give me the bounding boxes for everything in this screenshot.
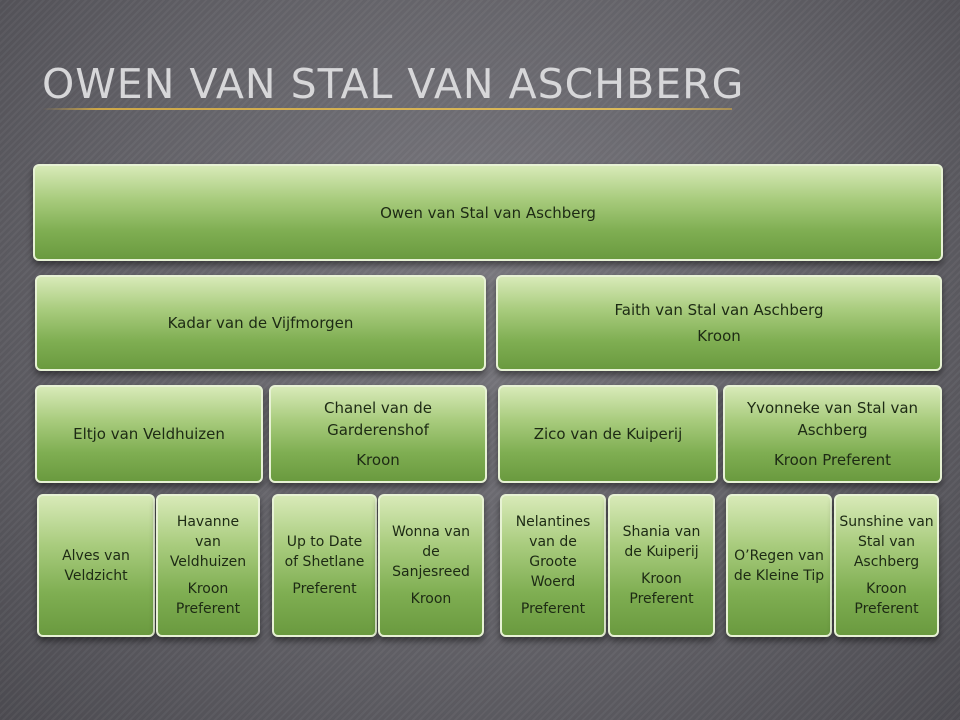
ss-dam-status: Kroon Preferent	[175, 581, 241, 617]
ds-sire-box: Nelantines van de Groote Woerd Preferent	[500, 494, 606, 637]
ds-sire-name: Nelantines van de Groote Woerd	[515, 514, 591, 590]
dam-sire-name: Zico van de Kuiperij	[533, 425, 683, 443]
dam-dam-name: Yvonneke van Stal van Aschberg	[746, 399, 919, 439]
sire-dam-status: Kroon	[356, 451, 400, 469]
root-name: Owen van Stal van Aschberg	[380, 203, 596, 222]
dd-dam-status: Kroon Preferent	[854, 581, 919, 617]
slide-title: Owen van Stal van Aschberg	[42, 60, 745, 108]
dd-sire-name: O’Regen van de Kleine Tip	[733, 547, 825, 584]
ss-sire-name: Alves van Veldzicht	[62, 547, 130, 584]
dam-sire-box: Zico van de Kuiperij	[498, 385, 718, 483]
ds-dam-status: Kroon Preferent	[629, 571, 694, 607]
dd-sire-box: O’Regen van de Kleine Tip	[726, 494, 832, 637]
sd-dam-status: Kroon	[410, 591, 452, 607]
ss-sire-box: Alves van Veldzicht	[37, 494, 155, 637]
ss-dam-name: Havanne van Veldhuizen	[169, 514, 247, 570]
sire-sire-box: Eltjo van Veldhuizen	[35, 385, 263, 483]
sd-dam-name: Wonna van de Sanjesreed	[391, 524, 471, 580]
ds-sire-status: Preferent	[520, 601, 586, 617]
dam-status: Kroon	[697, 327, 741, 345]
dd-dam-box: Sunshine van Stal van Aschberg Kroon Pre…	[834, 494, 939, 637]
sire-sire-name: Eltjo van Veldhuizen	[73, 425, 225, 443]
sd-sire-name: Up to Date of Shetlane	[284, 534, 365, 570]
sire-box: Kadar van de Vijfmorgen	[35, 275, 486, 371]
dam-box: Faith van Stal van Aschberg Kroon	[496, 275, 942, 371]
dd-dam-name: Sunshine van Stal van Aschberg	[839, 514, 934, 570]
sd-sire-box: Up to Date of Shetlane Preferent	[272, 494, 377, 637]
sire-name: Kadar van de Vijfmorgen	[167, 314, 354, 332]
sd-dam-box: Wonna van de Sanjesreed Kroon	[378, 494, 484, 637]
sire-dam-box: Chanel van de Garderenshof Kroon	[269, 385, 487, 483]
root-box: Owen van Stal van Aschberg	[33, 164, 943, 261]
sd-sire-status: Preferent	[292, 581, 357, 597]
title-underline	[42, 108, 732, 110]
sire-dam-name: Chanel van de Garderenshof	[324, 399, 432, 439]
ss-dam-box: Havanne van Veldhuizen Kroon Preferent	[156, 494, 260, 637]
dam-name: Faith van Stal van Aschberg	[614, 301, 824, 319]
ds-dam-name: Shania van de Kuiperij	[622, 524, 701, 560]
dam-dam-status: Kroon Preferent	[773, 451, 892, 469]
dam-dam-box: Yvonneke van Stal van Aschberg Kroon Pre…	[723, 385, 942, 483]
ds-dam-box: Shania van de Kuiperij Kroon Preferent	[608, 494, 715, 637]
